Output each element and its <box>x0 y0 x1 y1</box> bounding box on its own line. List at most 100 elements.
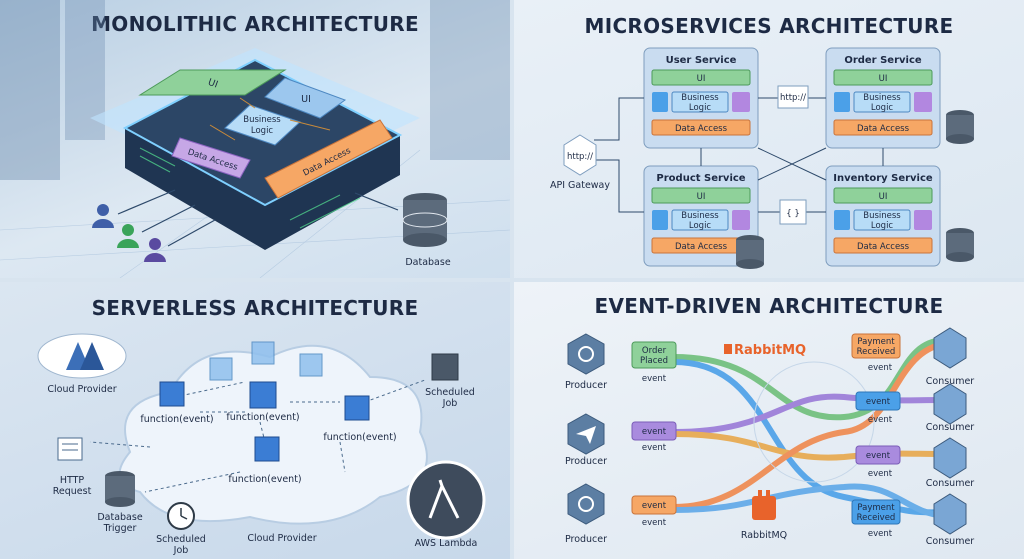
user-service-box: User Service UI Business Logic Data Acce… <box>643 47 759 149</box>
producer-3-msg-line1: event <box>642 501 667 511</box>
business-logic-layer <box>224 104 301 146</box>
gateway-badge-text: http:// <box>567 152 593 162</box>
consumer-1-sub: event <box>868 363 893 373</box>
consumer-1-icon <box>933 327 967 369</box>
user-service-data: Data Access <box>675 124 728 134</box>
producer-gear-icon-2 <box>567 483 605 525</box>
business-logic-line2: Logic <box>251 126 274 136</box>
consumer-1-label: Consumer <box>926 376 975 387</box>
user-service-logic-line2: Logic <box>689 103 712 113</box>
consumer-2-label: Consumer <box>926 422 975 433</box>
cloud-provider-top-label: Cloud Provider <box>47 384 116 395</box>
producer-1-label: Producer <box>565 380 607 391</box>
function-label-1: function(event) <box>140 414 213 425</box>
database-icon <box>402 193 448 247</box>
ui-layer-left-label: UI <box>206 77 219 91</box>
http-request-line2: Request <box>53 486 92 497</box>
user-arrows <box>117 189 216 247</box>
inventory-service-title: Inventory Service <box>833 173 933 184</box>
monolithic-title: MONOLITHIC ARCHITECTURE <box>91 12 419 36</box>
consumer-1-msg-box <box>851 333 901 359</box>
database-label: Database <box>405 257 450 268</box>
function-label-3: function(event) <box>323 432 396 443</box>
producer-2-msg-line1: event <box>642 427 667 437</box>
inventory-db-icon <box>946 228 974 262</box>
consumer-1-msg-line2: Received <box>857 347 896 357</box>
db-arrow <box>354 192 399 211</box>
database-trigger-icon <box>105 471 135 507</box>
aws-lambda-label: AWS Lambda <box>415 538 478 549</box>
platform-side <box>125 128 400 250</box>
inventory-service-logic-line1: Business <box>863 211 901 221</box>
consumer-2-msg-box <box>855 391 901 411</box>
user-service-title: User Service <box>666 55 737 66</box>
consumer-4-msg-line2: Received <box>857 513 896 523</box>
consumer-4-sub: event <box>868 529 893 539</box>
consumer-3-sub: event <box>868 469 893 479</box>
api-gateway-icon: http:// <box>563 134 597 176</box>
consumer-4-msg-box <box>851 499 901 525</box>
event-driven-diagram: Producer Producer Producer Order Placed … <box>565 327 975 547</box>
serverless-diagram: Cloud Provider <box>37 333 486 556</box>
business-logic-line1: Business <box>243 115 281 125</box>
rabbitmq-bottom-label: RabbitMQ <box>741 530 787 541</box>
microservices-panel: MICROSERVICES ARCHITECTURE User Service … <box>514 0 1024 278</box>
scheduled-job-bottom-line2: Job <box>173 545 189 556</box>
microservices-diagram: User Service UI Business Logic Data Acce… <box>550 47 974 269</box>
producer-1-sub: event <box>642 374 667 384</box>
function-cubes <box>159 341 370 462</box>
producer-gear-icon <box>567 333 605 375</box>
product-service-title: Product Service <box>656 173 745 184</box>
database-trigger-line1: Database <box>97 512 142 523</box>
monolithic-diagram: UI UI Business Logic Data Access Data Ac… <box>0 0 510 278</box>
consumer-4-label: Consumer <box>926 536 975 547</box>
users-icon <box>92 204 166 262</box>
clock-icon <box>167 502 195 530</box>
data-access-right-layer <box>264 119 393 199</box>
json-doc-text: { } <box>786 209 800 219</box>
producer-2-label: Producer <box>565 456 607 467</box>
server-racks-decor <box>0 0 510 180</box>
producer-1-msg-box <box>631 341 677 369</box>
product-service-ui: UI <box>697 192 706 202</box>
json-document-icon: { } <box>779 199 807 225</box>
producer-3-sub: event <box>642 518 667 528</box>
http-request-monitor-icon <box>57 437 83 461</box>
order-service-box: Order Service UI Business Logic Data Acc… <box>825 47 941 149</box>
inventory-service-box: Inventory Service UI Business Logic Data… <box>825 165 941 267</box>
product-db-icon <box>736 235 764 269</box>
producer-1-msg-line2: Placed <box>640 356 668 366</box>
consumer-3-msg-box <box>855 445 901 465</box>
broker-halo <box>753 361 875 483</box>
scheduled-job-right-line1: Scheduled <box>425 387 475 398</box>
cloud-provider-logo-icon <box>37 333 127 379</box>
producer-3-msg-box <box>631 495 677 515</box>
scheduled-job-bottom-line1: Scheduled <box>156 534 206 545</box>
function-label-4: function(event) <box>228 474 301 485</box>
product-service-box: Product Service UI Business Logic Data A… <box>643 165 759 267</box>
producer-send-icon <box>567 413 605 455</box>
code-lines <box>139 147 361 229</box>
order-service-logic-line1: Business <box>863 93 901 103</box>
producer-1-msg-line1: Order <box>642 346 667 356</box>
serverless-title: SERVERLESS ARCHITECTURE <box>91 296 419 320</box>
order-db-icon <box>946 110 974 144</box>
order-service-logic-line2: Logic <box>871 103 894 113</box>
order-service-ui: UI <box>879 74 888 84</box>
product-service-logic-line2: Logic <box>689 221 712 231</box>
ui-layer-right <box>264 77 347 119</box>
inventory-service-ui: UI <box>879 192 888 202</box>
product-service-logic-line1: Business <box>681 211 719 221</box>
producer-3-label: Producer <box>565 534 607 545</box>
inventory-service-data: Data Access <box>857 242 910 252</box>
event-streams <box>671 337 947 519</box>
event-driven-panel: EVENT-DRIVEN ARCHITECTURE Producer <box>514 282 1024 559</box>
http-document-icon: http:// <box>777 85 809 109</box>
rabbitmq-bottom-logo-icon <box>752 490 776 520</box>
serverless-panel: SERVERLESS ARCHITECTURE Cloud Provider <box>0 282 510 559</box>
database-trigger-line2: Trigger <box>103 523 137 534</box>
consumer-3-label: Consumer <box>926 478 975 489</box>
order-service-data: Data Access <box>857 124 910 134</box>
ui-layer-right-label: UI <box>301 94 311 105</box>
user-service-ui: UI <box>697 74 706 84</box>
